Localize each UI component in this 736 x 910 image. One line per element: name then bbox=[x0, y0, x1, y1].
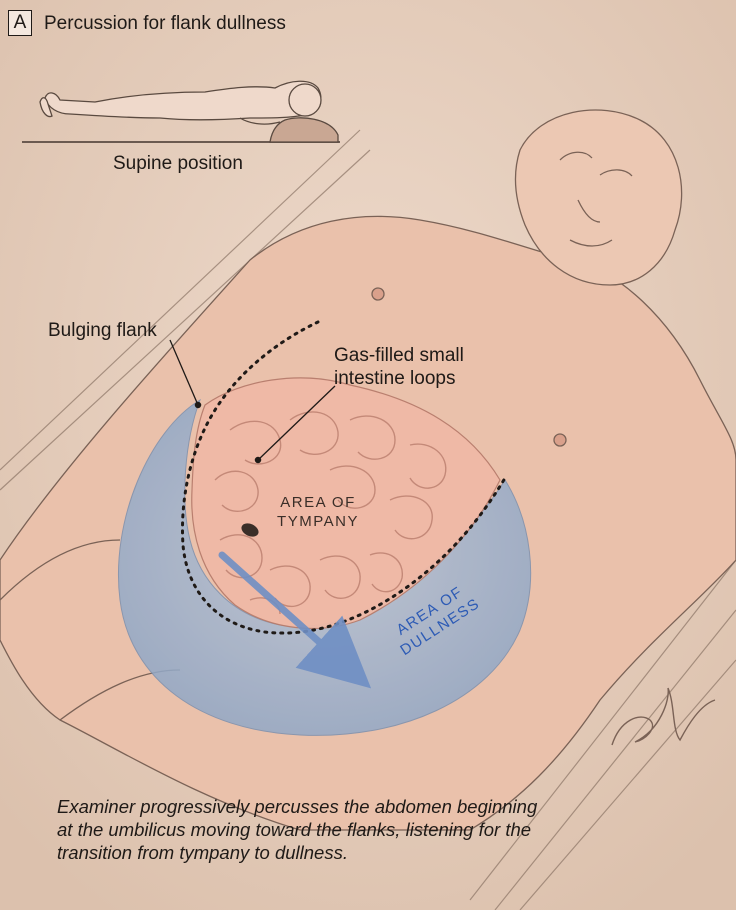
umbilicus-icon bbox=[241, 523, 259, 537]
gas-filled-label-line2: intestine loops bbox=[334, 368, 456, 389]
panel-letter-box: A bbox=[8, 10, 32, 36]
supine-figure-icon bbox=[22, 80, 340, 143]
leader-lines bbox=[169, 339, 336, 464]
percussion-direction-arrow bbox=[218, 551, 372, 689]
artist-signature bbox=[611, 687, 716, 746]
caption-line1: Examiner progressively percusses the abd… bbox=[57, 796, 538, 817]
tympany-dullness-boundary bbox=[181, 320, 507, 635]
tympany-label-line2: TYMPANY bbox=[277, 513, 359, 530]
fluid-region bbox=[118, 398, 532, 736]
caption-line2: at the umbilicus moving toward the flank… bbox=[57, 819, 532, 840]
figure-caption: Examiner progressively percusses the abd… bbox=[57, 795, 697, 864]
intestine-loops bbox=[191, 377, 501, 629]
panel-title: Percussion for flank dullness bbox=[44, 13, 286, 34]
gas-filled-loops-label: Gas-filled small intestine loops bbox=[334, 344, 534, 390]
area-of-tympany-label: AREA OF TYMPANY bbox=[258, 493, 378, 531]
tympany-label-line1: AREA OF bbox=[280, 494, 356, 511]
bulging-flank-label: Bulging flank bbox=[48, 320, 157, 341]
caption-line3: transition from tympany to dullness. bbox=[57, 842, 348, 863]
gas-filled-label-line1: Gas-filled small bbox=[334, 345, 464, 366]
supine-position-label: Supine position bbox=[113, 153, 243, 174]
exam-table-lines bbox=[0, 129, 736, 910]
